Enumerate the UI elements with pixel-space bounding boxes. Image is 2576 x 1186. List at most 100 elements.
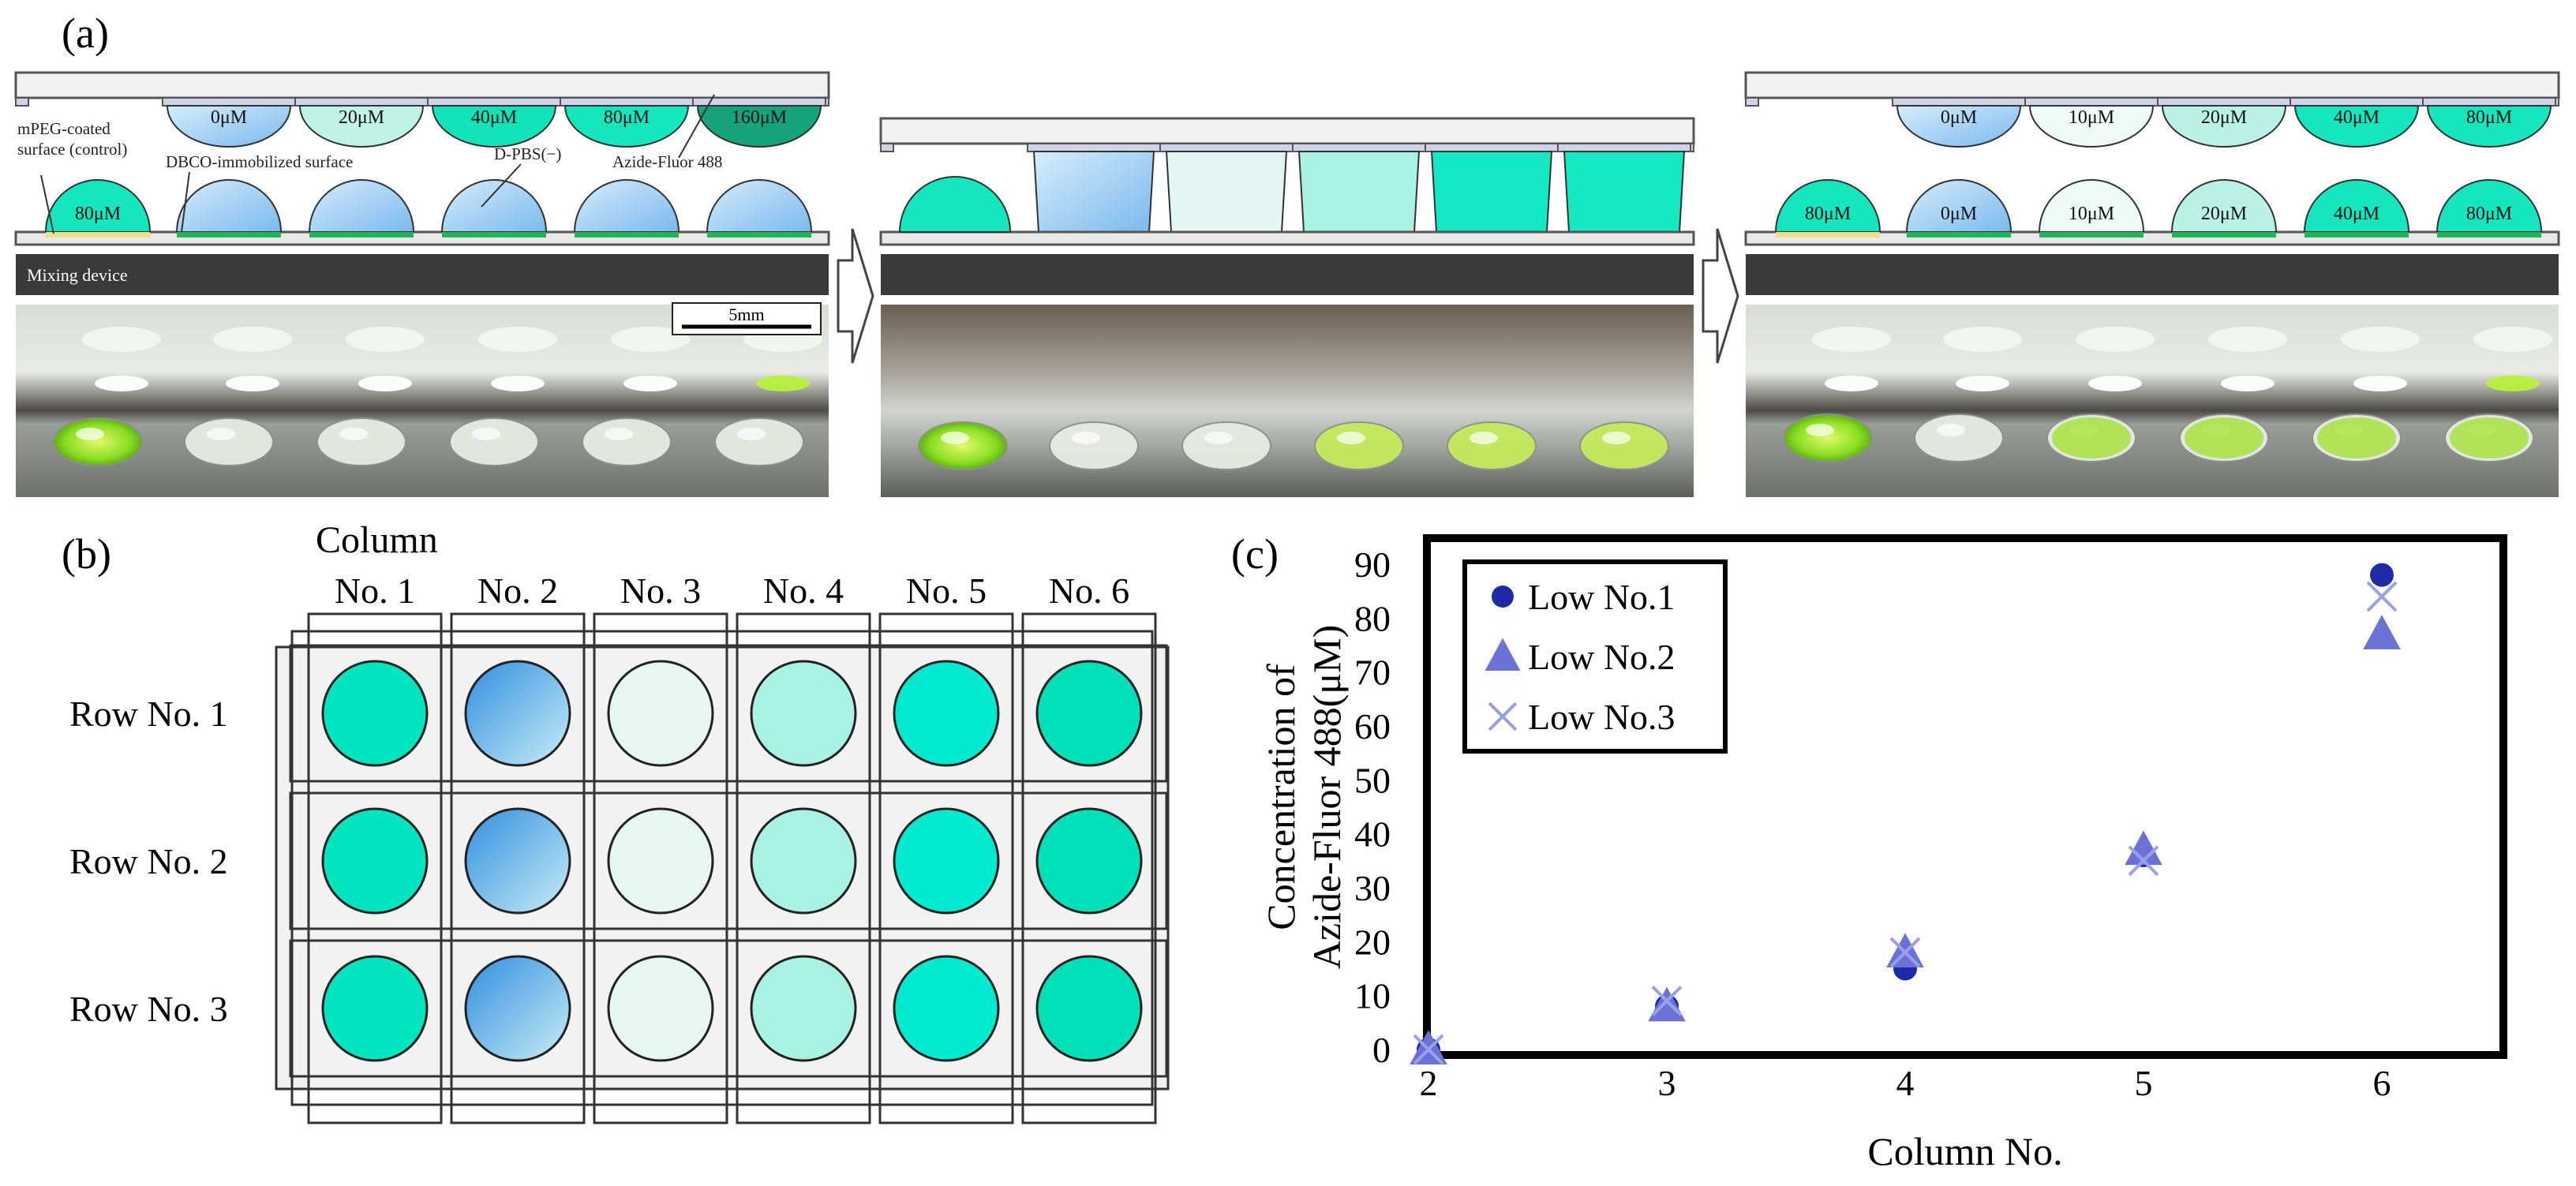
column-frame	[593, 612, 728, 1124]
column-frame	[736, 612, 871, 1124]
left-bottom-drop-3	[308, 179, 415, 233]
data-point	[2125, 830, 2162, 866]
y-tick-label: 50	[1354, 760, 1391, 800]
column-frame	[450, 612, 586, 1124]
column-title: Column	[316, 519, 438, 561]
well	[893, 660, 1000, 767]
x-tick-label: 3	[1658, 1063, 1676, 1103]
column-label: No. 1	[335, 571, 415, 611]
panel-a-label: (a)	[62, 9, 109, 57]
well	[750, 807, 857, 915]
left-bottom-drop-6	[706, 179, 813, 233]
left-top-drop-label: 0μM	[211, 107, 247, 128]
data-point	[1651, 986, 1683, 1016]
data-point	[1889, 937, 1921, 968]
x-tick-label: 2	[1420, 1063, 1438, 1103]
left-top-drop-2	[298, 105, 425, 148]
left-top-drop-1	[166, 105, 292, 148]
annotation-dbco: DBCO-immobilized surface	[166, 152, 353, 171]
right-bottom-drop-5	[2303, 179, 2410, 233]
panel-b-label: (b)	[62, 530, 111, 578]
right-bottom-drop-label: 20μM	[2201, 204, 2247, 224]
right-top-drop-1	[1896, 105, 2022, 148]
well	[893, 807, 1000, 915]
right-top-drop-label: 80μM	[2466, 107, 2512, 128]
column-label: No. 3	[620, 571, 701, 611]
well	[893, 955, 1000, 1062]
column-frame	[1021, 612, 1157, 1124]
left-bottom-drop-2	[175, 179, 283, 233]
well	[607, 807, 714, 915]
data-point	[2128, 845, 2159, 877]
well	[1035, 807, 1143, 915]
left-top-drop-4	[564, 105, 690, 148]
left-top-drop-label: 20μM	[339, 107, 384, 128]
data-point	[1648, 986, 1686, 1022]
row-frame	[289, 791, 1168, 930]
right-bottom-drop-label: 80μM	[1805, 204, 1851, 224]
right-top-drop-label: 20μM	[2201, 107, 2247, 128]
row-frame	[289, 939, 1168, 1078]
left-bottom-drop-4	[440, 179, 548, 233]
y-tick-label: 80	[1354, 598, 1391, 638]
column-label: No. 6	[1049, 571, 1129, 611]
merged-column-5	[1563, 151, 1686, 233]
x-tick-label: 5	[2135, 1063, 2153, 1103]
right-top-drop-label: 10μM	[2069, 107, 2114, 128]
right-bottom-drop-6	[2436, 179, 2543, 233]
x-tick-label: 6	[2373, 1063, 2391, 1103]
well	[1035, 955, 1143, 1062]
well	[750, 660, 857, 767]
merged-column-3	[1297, 151, 1421, 233]
y-tick-label: 70	[1354, 653, 1391, 693]
right-bottom-drop-label: 10μM	[2069, 204, 2114, 224]
right-bottom-drop-1	[1774, 179, 1881, 233]
mixing-device-label: Mixing device	[27, 265, 128, 285]
data-point	[2370, 563, 2394, 587]
column-label: No. 2	[477, 571, 558, 611]
well	[321, 807, 429, 915]
left-top-drop-label: 80μM	[604, 107, 650, 128]
left-bottom-drop-5	[573, 179, 680, 233]
column-label: No. 5	[906, 571, 987, 611]
right-top-drop-label: 40μM	[2334, 107, 2379, 128]
data-point	[1413, 1034, 1444, 1065]
row-frame	[289, 644, 1168, 783]
left-bottom-drop-1	[44, 179, 152, 233]
left-top-drop-5	[696, 105, 822, 148]
merged-column-4	[1430, 151, 1553, 233]
y-tick-label: 10	[1354, 976, 1391, 1016]
y-tick-label: 90	[1354, 544, 1391, 585]
well	[607, 660, 714, 767]
panel-a-middle-schematic	[879, 117, 1695, 295]
well	[464, 660, 571, 767]
y-tick-label: 60	[1354, 706, 1391, 746]
well	[1035, 660, 1143, 767]
panel-a-right-photo	[1746, 305, 2559, 497]
right-bottom-drop-label: 40μM	[2334, 204, 2379, 224]
y-tick-label: 30	[1354, 868, 1391, 908]
panel-c-label: (c)	[1231, 530, 1279, 578]
y-tick-label: 20	[1354, 922, 1391, 962]
data-point	[1410, 1030, 1447, 1064]
panel-a-middle-photo	[881, 305, 1694, 497]
right-bottom-drop-label: 80μM	[2466, 204, 2512, 224]
row-label: Row No. 1	[69, 694, 228, 734]
y-axis-label: Concentration ofAzide-Fluor 488(μM)	[1259, 625, 1349, 969]
left-bottom-drop-label: 80μM	[75, 204, 121, 224]
mixing-device-bar	[16, 254, 829, 295]
data-point	[2366, 581, 2398, 612]
legend-label: Low No.3	[1528, 697, 1676, 737]
data-point	[1886, 933, 1924, 967]
column-frame	[307, 612, 443, 1124]
x-axis-label: Column No.	[1867, 1129, 2062, 1173]
well	[464, 807, 571, 915]
y-tick-label: 40	[1354, 814, 1391, 855]
right-top-drop-4	[2293, 105, 2420, 148]
merged-column-2	[1165, 151, 1288, 233]
row-label: Row No. 2	[69, 841, 228, 881]
well	[607, 955, 714, 1062]
well	[464, 955, 571, 1062]
